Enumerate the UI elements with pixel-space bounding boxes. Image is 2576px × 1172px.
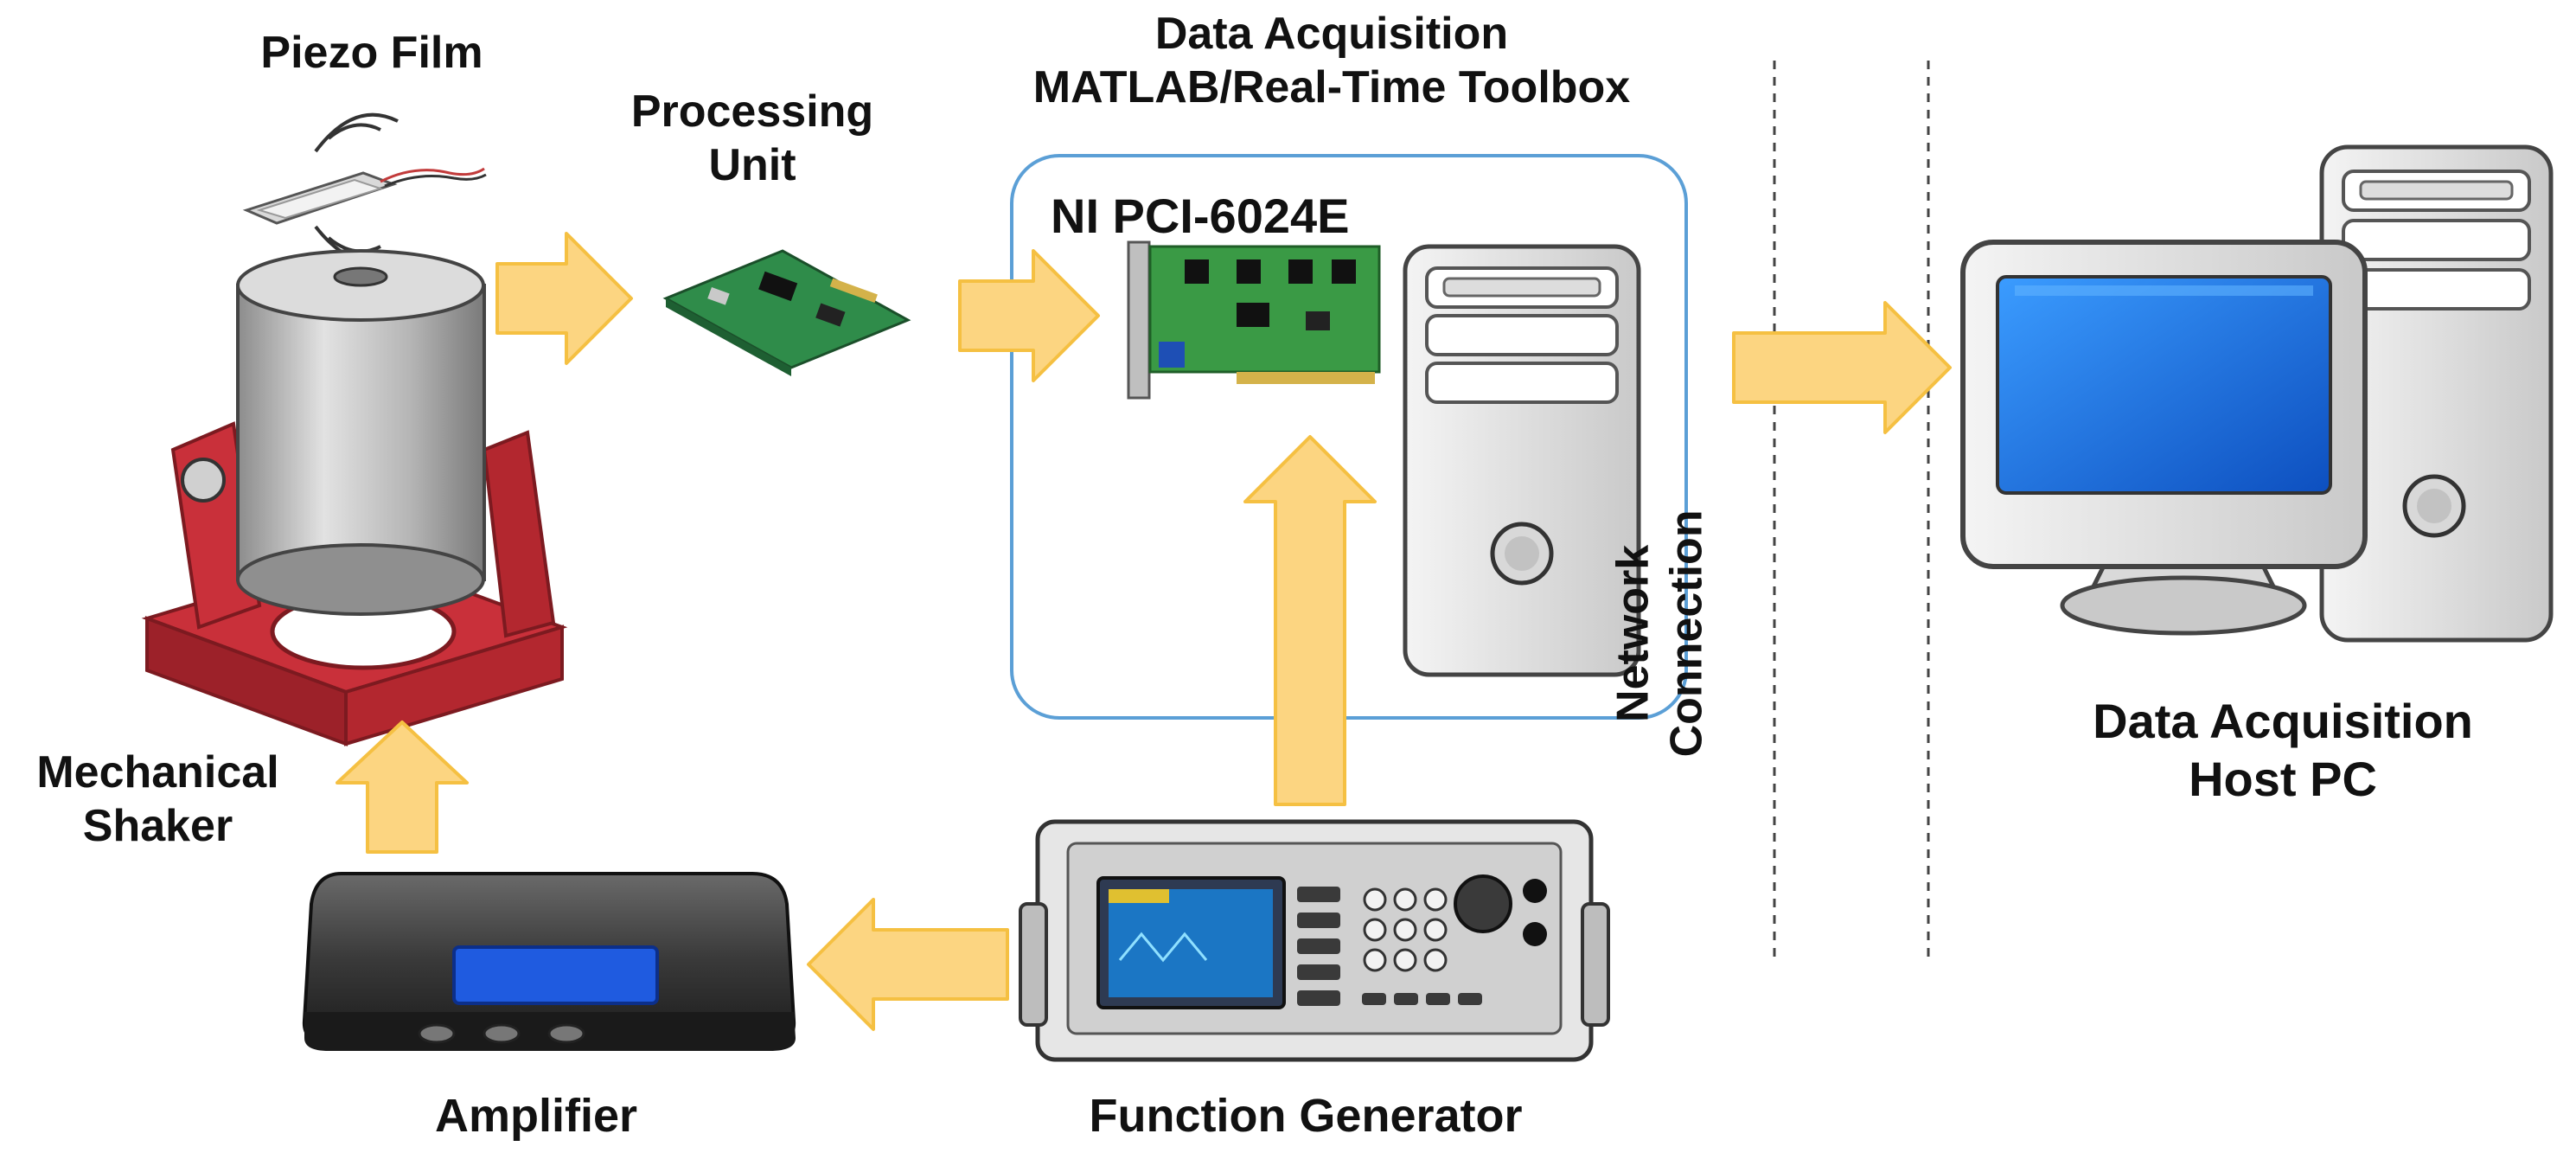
arrow-shaker-to-processing	[495, 232, 633, 365]
data-acquisition-label-line2: MATLAB/Real-Time Toolbox	[1032, 62, 1631, 113]
processing-unit-label-line1: Processing	[630, 86, 874, 137]
host-pc-label: Data Acquisition Host PC	[2015, 692, 2551, 808]
ni-card-label: NI PCI-6024E	[1051, 187, 1483, 245]
function-generator-label: Function Generator	[1003, 1088, 1608, 1144]
mechanical-shaker-label-line1: Mechanical	[36, 747, 279, 797]
piezo-film-label: Piezo Film	[199, 26, 545, 80]
piezo-film-icon	[242, 112, 487, 264]
processing-unit-icon	[662, 249, 911, 376]
ni-card-label-text: NI PCI-6024E	[1051, 189, 1350, 243]
network-connection-label: Network Connection	[1607, 469, 1715, 797]
arrow-funcgen-to-amplifier	[807, 898, 1009, 1031]
mechanical-shaker-icon	[141, 249, 568, 746]
processing-unit-label: Processing Unit	[571, 85, 934, 193]
function-generator-label-text: Function Generator	[1089, 1090, 1523, 1142]
function-generator-icon	[1019, 819, 1610, 1062]
data-acquisition-label-line1: Data Acquisition	[1154, 9, 1509, 59]
arrow-amplifier-to-shaker	[336, 720, 469, 854]
host-pc-monitor-icon	[1960, 240, 2368, 636]
ni-pci-card-icon	[1127, 240, 1381, 400]
processing-unit-label-line2: Unit	[708, 140, 796, 191]
network-connection-label-line2: Connection	[1662, 509, 1712, 758]
host-pc-tower-icon	[2319, 144, 2554, 643]
host-pc-label-line2: Host PC	[2189, 752, 2377, 807]
piezo-film-label-text: Piezo Film	[260, 28, 483, 78]
arrow-processing-to-daq	[958, 249, 1100, 382]
network-divider-lines	[1773, 61, 1930, 964]
host-pc-label-line1: Data Acquisition	[2093, 694, 2473, 748]
amplifier-label-text: Amplifier	[434, 1090, 638, 1142]
amplifier-icon	[302, 872, 796, 1051]
data-acquisition-label: Data Acquisition MATLAB/Real-Time Toolbo…	[943, 7, 1721, 115]
mechanical-shaker-label: Mechanical Shaker	[0, 746, 316, 854]
amplifier-label: Amplifier	[363, 1088, 709, 1144]
arrow-funcgen-to-daq	[1243, 435, 1377, 806]
mechanical-shaker-label-line2: Shaker	[82, 801, 233, 852]
arrow-daq-to-host	[1732, 301, 1952, 434]
daq-pc-tower-icon	[1403, 244, 1641, 677]
network-connection-label-line1: Network	[1608, 544, 1659, 722]
